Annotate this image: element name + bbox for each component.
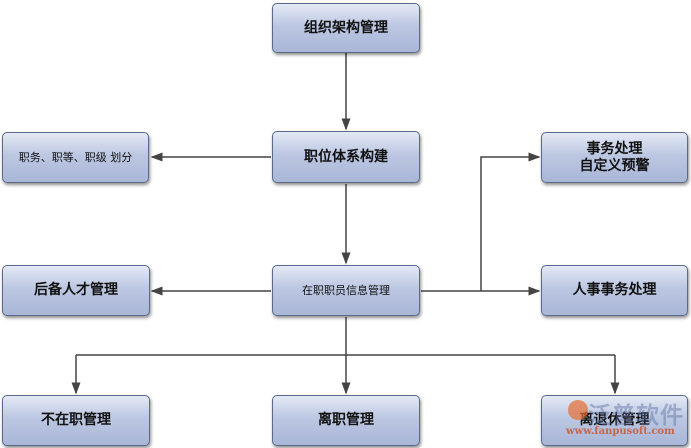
node-org-structure: 组织架构管理	[272, 3, 420, 53]
node-label: 在职职员信息管理	[302, 284, 390, 297]
node-label: 后备人才管理	[34, 282, 118, 298]
node-label: 事务处理	[586, 140, 643, 157]
node-label: 离职管理	[318, 412, 374, 428]
node-label: 人事事务处理	[572, 282, 657, 298]
node-onjob-info: 在职职员信息管理	[272, 265, 420, 316]
node-resign: 离职管理	[272, 395, 420, 446]
node-position-system: 职位体系构建	[272, 131, 420, 183]
node-label: 离退休管理	[579, 412, 650, 428]
node-hr-affairs: 人事事务处理	[541, 265, 688, 316]
node-reserve-talent: 后备人才管理	[2, 265, 150, 316]
node-label: 职位体系构建	[304, 148, 388, 165]
node-label: 职务、职等、职级 划分	[18, 151, 133, 164]
node-label: 不在职管理	[41, 412, 111, 428]
node-not-onjob: 不在职管理	[2, 395, 150, 446]
node-label: 自定义预警	[579, 157, 650, 174]
node-affairs-alert: 事务处理自定义预警	[541, 132, 688, 183]
node-division: 职务、职等、职级 划分	[2, 132, 149, 183]
node-label: 组织架构管理	[304, 19, 388, 36]
node-retire: 离退休管理	[541, 395, 688, 446]
